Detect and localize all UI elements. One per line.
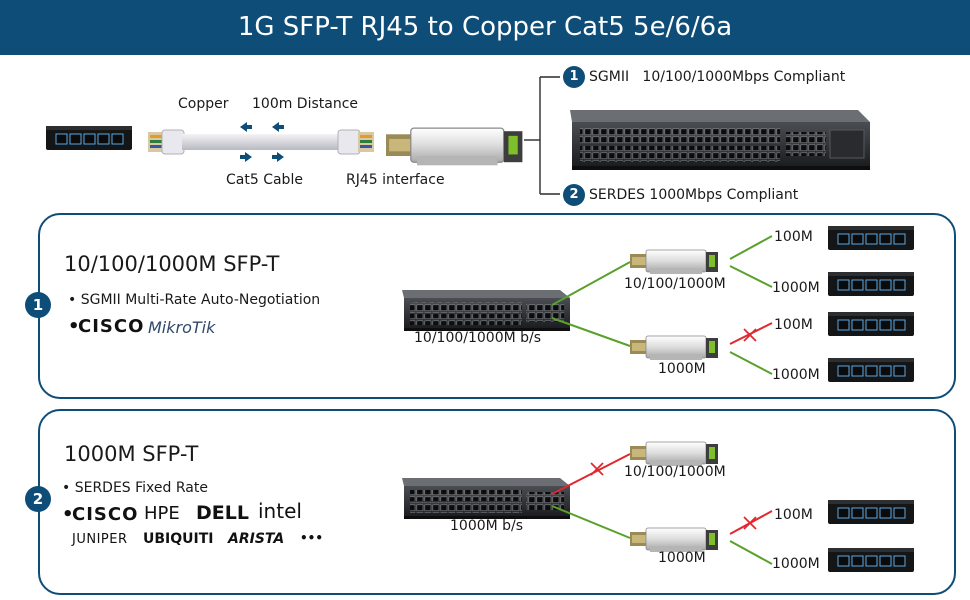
p2-module2-label: 1000M [658,550,706,566]
sfp-module-p1b-icon [629,335,719,361]
desktop-switch-icon [45,125,133,151]
desktop-switch-p1c-icon [827,311,915,337]
sfp-module-top-icon [385,127,524,167]
p2-module1-label: 10/100/1000M [624,464,726,480]
rj45-label: RJ45 interface [346,172,445,188]
p1-link-label-3: 100M [774,317,813,333]
rack-switch-top-icon [570,110,870,170]
mode1-badge: 1 [563,66,585,88]
brand-arista-logo: ARISTA [228,531,285,547]
mode2-badge: 2 [563,184,585,206]
brand-ubiquiti-logo: UBIQUITI [143,531,214,547]
p2-link-label-1: 100M [774,507,813,523]
direction-arrows-icon [240,122,284,162]
desktop-switch-p1d-icon [827,357,915,383]
p1-module2-label: 1000M [658,361,706,377]
brand-cisco-logo-2: CISCO [72,504,139,525]
p1-module1-label: 10/100/1000M [624,276,726,292]
mode2-label: SERDES 1000Mbps Compliant [589,187,799,203]
brand-mikrotik-logo: MikroTik [148,318,216,337]
rack-switch-p2-icon [402,478,570,519]
p1-switch-label: 10/100/1000M b/s [414,330,542,346]
cable-label: Cat5 Cable [226,172,303,188]
p1-link-label-1: 100M [774,229,813,245]
brand-cisco-logo: CISCO [78,316,145,337]
p2-fail-x-icon [590,462,757,530]
desktop-switch-p1a-icon [827,225,915,251]
brand-juniper-logo: JUNIPER [72,532,128,547]
rack-switch-p1-icon [402,290,570,331]
mode1-label: SGMII 10/100/1000Mbps Compliant [589,69,846,85]
panel2-badge: 2 [25,486,51,512]
brand-intel-logo: intel [258,499,302,523]
p1-link-label-4: 1000M [772,367,820,383]
p2-switch-label: 1000M b/s [450,518,524,534]
p2-link-label-2: 1000M [772,556,820,572]
panel2-brand-dot: • [62,504,74,525]
more-brands-ellipsis: ••• [300,531,324,545]
p1-link-label-2: 1000M [772,280,820,296]
title-banner [0,0,970,55]
panel1-badge: 1 [25,292,51,318]
panel1-brand-dot: • [68,316,80,337]
mode-bracket-lines [524,76,560,195]
copper-label: Copper [178,96,229,112]
distance-label: 100m Distance [252,96,359,112]
desktop-switch-p2b-icon [827,547,915,573]
sfp-module-p2a-icon [629,441,719,467]
desktop-switch-p1b-icon [827,271,915,297]
page-title: 1G SFP-T RJ45 to Copper Cat5 5e/6/6a [237,12,733,42]
panel1-title: 10/100/1000M SFP-T [64,252,280,276]
brand-dell-logo: DELL [196,502,249,524]
brand-hpe-logo: HPE [144,503,180,524]
sfp-module-p2b-icon [629,527,719,553]
panel2-bullet: • SERDES Fixed Rate [62,480,208,496]
sfp-module-p1a-icon [629,249,719,275]
panel1-bullet: • SGMII Multi-Rate Auto-Negotiation [68,292,321,308]
ethernet-cable-icon [148,129,374,155]
panel2-title: 1000M SFP-T [64,442,199,466]
p1-fail-x-icon [743,328,757,342]
desktop-switch-p2a-icon [827,499,915,525]
